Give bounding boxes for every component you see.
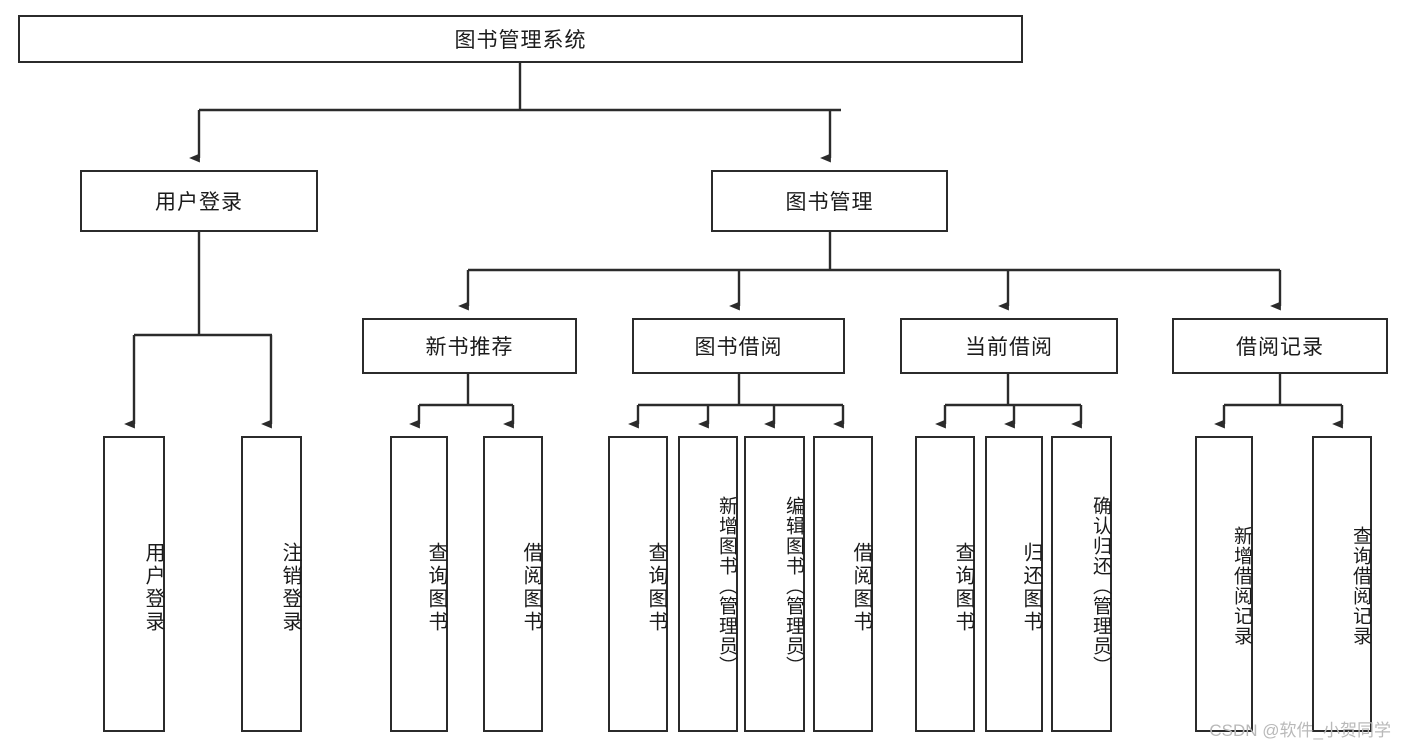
leaf-edit-book-admin[interactable]: 编辑图书（管理员） <box>744 436 805 732</box>
node-label: 新增借阅记录 <box>1231 526 1252 646</box>
node-label: 查询借阅记录 <box>1350 526 1371 646</box>
leaf-query-book-recommend[interactable]: 查询图书 <box>390 436 448 732</box>
node-label: 图书借阅 <box>694 336 783 359</box>
node-label: 图书管理 <box>785 191 874 214</box>
leaf-query-book-current[interactable]: 查询图书 <box>915 436 975 732</box>
leaf-add-book-admin[interactable]: 新增图书（管理员） <box>678 436 738 732</box>
node-label: 查询图书 <box>645 542 667 634</box>
node-root-system[interactable]: 图书管理系统 <box>18 15 1023 63</box>
node-book-manage[interactable]: 图书管理 <box>711 170 948 232</box>
node-label: 编辑图书（管理员） <box>783 496 804 676</box>
node-label: 用户登录 <box>142 542 164 634</box>
node-label: 新书推荐 <box>425 336 514 359</box>
node-label: 查询图书 <box>952 542 974 634</box>
leaf-borrow-book[interactable]: 借阅图书 <box>813 436 873 732</box>
node-label: 图书管理系统 <box>454 29 587 52</box>
node-label: 借阅记录 <box>1236 336 1324 359</box>
leaf-borrow-book-recommend[interactable]: 借阅图书 <box>483 436 543 732</box>
leaf-return-book[interactable]: 归还图书 <box>985 436 1043 732</box>
node-new-book-recommend[interactable]: 新书推荐 <box>362 318 577 374</box>
leaf-add-borrow-record[interactable]: 新增借阅记录 <box>1195 436 1253 732</box>
leaf-user-login[interactable]: 用户登录 <box>103 436 165 732</box>
node-label: 借阅图书 <box>850 542 872 634</box>
node-label: 用户登录 <box>155 191 243 214</box>
node-label: 借阅图书 <box>520 542 542 634</box>
leaf-confirm-return-admin[interactable]: 确认归还（管理员） <box>1051 436 1112 732</box>
node-borrow-record[interactable]: 借阅记录 <box>1172 318 1388 374</box>
node-label: 注销登录 <box>279 542 301 634</box>
leaf-user-logout[interactable]: 注销登录 <box>241 436 302 732</box>
node-label: 当前借阅 <box>965 336 1053 359</box>
leaf-query-borrow-record[interactable]: 查询借阅记录 <box>1312 436 1372 732</box>
node-user-login[interactable]: 用户登录 <box>80 170 318 232</box>
leaf-query-book-borrow[interactable]: 查询图书 <box>608 436 668 732</box>
watermark-text: CSDN @软件_小贺同学 <box>1209 721 1391 740</box>
node-label: 确认归还（管理员） <box>1090 496 1111 676</box>
node-label: 新增图书（管理员） <box>716 496 737 676</box>
node-label: 查询图书 <box>425 542 447 634</box>
node-label: 归还图书 <box>1020 542 1042 634</box>
node-current-borrow[interactable]: 当前借阅 <box>900 318 1118 374</box>
node-book-borrow[interactable]: 图书借阅 <box>632 318 845 374</box>
